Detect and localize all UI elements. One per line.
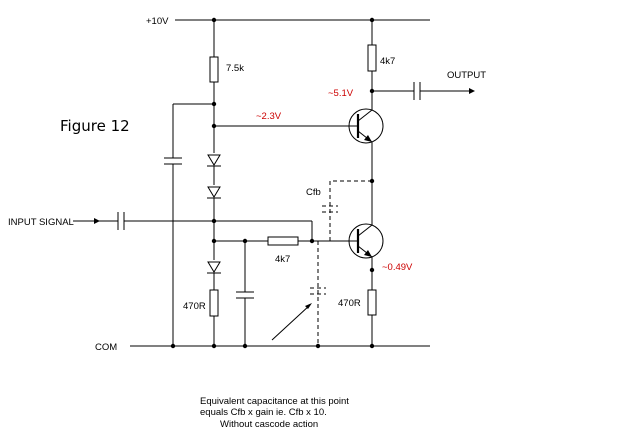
capacitor-input (117, 212, 125, 230)
resistor-470r-bias (209, 289, 219, 317)
resistor-470r-emitter (367, 289, 377, 316)
capacitor-cfb (322, 205, 338, 213)
transistor-upper (348, 108, 384, 144)
capacitor-shunt (236, 291, 254, 299)
upper-base-voltage: ~2.3V (256, 111, 282, 122)
r-collector-label: 4k7 (380, 56, 395, 67)
resistor-4k7-collector (367, 44, 377, 72)
cfb-dashed-path (329, 180, 372, 241)
note-line-3: Without cascode action (220, 419, 318, 430)
common-label: COM (95, 342, 117, 353)
capacitor-equivalent (310, 287, 326, 295)
cfb-label: Cfb (306, 187, 321, 198)
figure-title: Figure 12 (60, 117, 130, 135)
r-bias-top-label: 7.5k (226, 63, 244, 74)
note-line-1: Equivalent capacitance at this point (200, 396, 349, 407)
collector-voltage: ~5.1V (328, 88, 354, 99)
r-emitter-label: 470R (338, 298, 361, 309)
r-bias-bottom-label: 470R (183, 301, 206, 312)
input-label: INPUT SIGNAL (8, 217, 74, 228)
note-line-2: equals Cfb x gain ie. Cfb x 10. (200, 407, 327, 418)
output-arrow (469, 88, 475, 94)
input-arrow (94, 218, 100, 224)
resistor-4k7-base (267, 236, 299, 246)
capacitor-decoupling (164, 157, 182, 165)
diode-1 (207, 154, 221, 167)
resistor-7k5 (209, 56, 219, 83)
note-pointer-arrowhead (305, 303, 312, 309)
junction-dots (170, 17, 375, 349)
capacitor-output (413, 82, 421, 100)
r-base-label: 4k7 (275, 254, 290, 265)
diode-3 (207, 261, 221, 274)
supply-label: +10V (146, 16, 169, 27)
note-pointer-line (271, 304, 311, 341)
output-label: OUTPUT (447, 70, 486, 81)
diode-2 (207, 186, 221, 199)
transistor-lower (348, 223, 384, 259)
emitter-voltage: ~0.49V (382, 262, 413, 273)
